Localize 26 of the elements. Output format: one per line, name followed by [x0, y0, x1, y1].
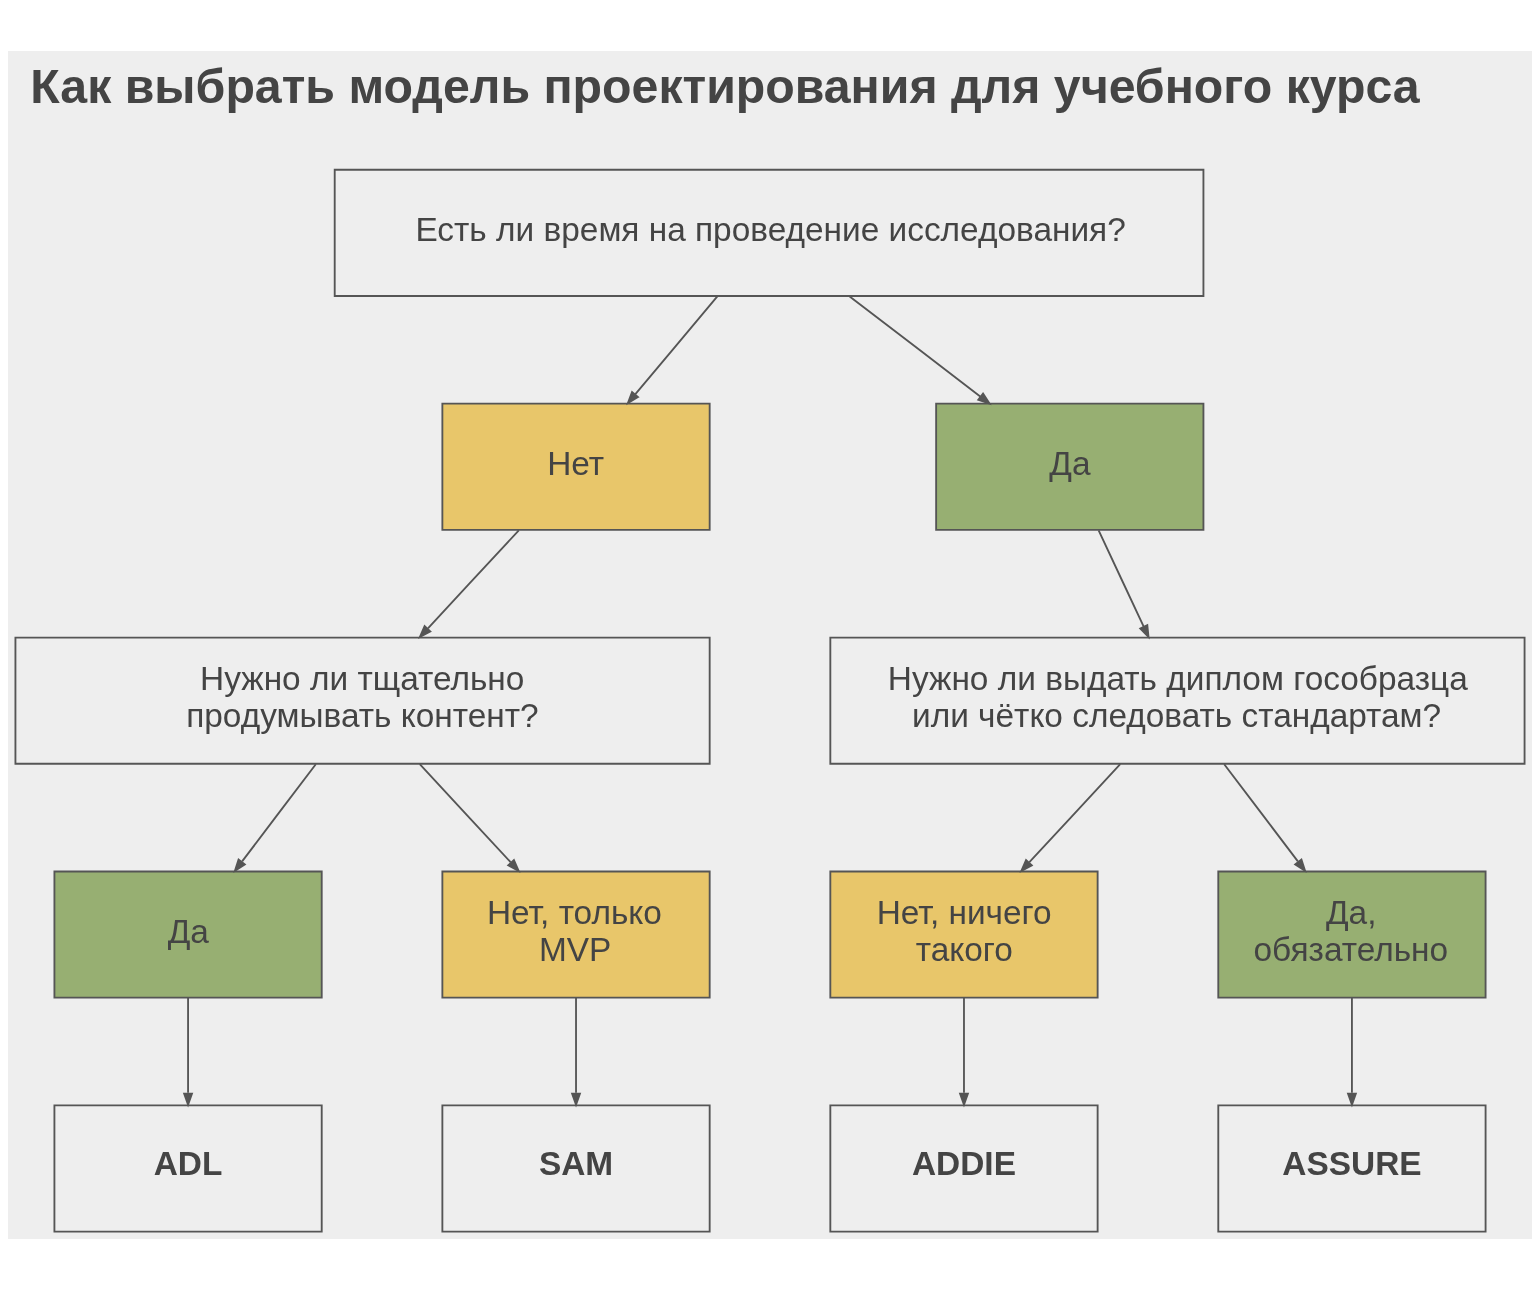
- arrow: [1346, 996, 1358, 1108]
- arrow: [626, 295, 719, 405]
- node-box: SAM: [441, 1103, 711, 1232]
- arrow: [418, 528, 520, 639]
- node-box: Нет, ничего такого: [829, 870, 1099, 999]
- arrow: [182, 996, 194, 1108]
- arrow: [418, 762, 521, 873]
- node-box: Нужно ли выдать диплом гособразца или чётко следовать стандартам?: [829, 636, 1526, 765]
- node-box: ASSURE: [1217, 1103, 1487, 1232]
- node-box: ADDIE: [829, 1103, 1099, 1232]
- node-box: Да, обязательно: [1217, 870, 1487, 999]
- node-box: Есть ли время на проведение исследования?: [333, 168, 1205, 297]
- node-box: Да: [53, 870, 323, 999]
- arrow: [233, 762, 317, 873]
- arrow: [1097, 528, 1150, 640]
- diagram-title: Как выбрать модель проектирования для учебного курса: [30, 58, 1420, 113]
- arrow: [958, 996, 970, 1108]
- node-box: Да: [935, 402, 1205, 531]
- arrow: [848, 295, 992, 405]
- node-box: Нет, только MVP: [441, 870, 711, 999]
- node-box: Нужно ли тщательно продумывать контент?: [14, 636, 711, 765]
- arrow: [1019, 762, 1122, 873]
- arrow: [570, 996, 582, 1108]
- node-box: Нет: [441, 402, 711, 531]
- arrow: [1223, 762, 1307, 873]
- node-box: ADL: [53, 1103, 323, 1232]
